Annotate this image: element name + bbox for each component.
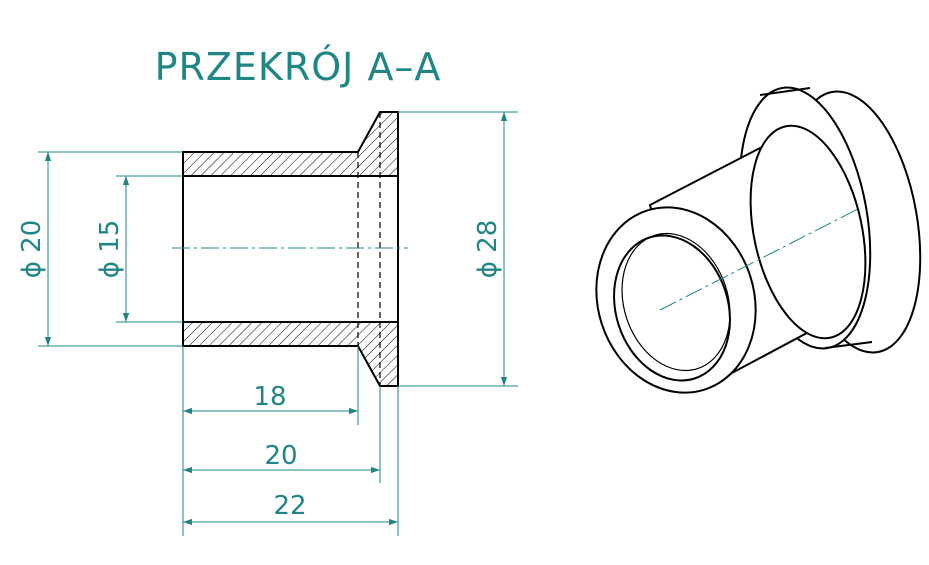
section-title: PRZEKRÓJ A–A <box>155 45 442 89</box>
dim-text-18: 18 <box>253 382 286 412</box>
section-view <box>172 111 408 387</box>
dim-text-d15: ϕ 15 <box>95 220 125 279</box>
upper-wall-hatch <box>182 111 399 177</box>
isometric-view <box>595 86 922 394</box>
dim-text-20: 20 <box>264 441 297 471</box>
body-rear-edge <box>749 124 867 340</box>
dim-text-d20: ϕ 20 <box>17 220 47 279</box>
dim-text-d28: ϕ 28 <box>473 220 503 279</box>
dim-text-22: 22 <box>273 491 306 521</box>
iso-center-line <box>659 207 861 311</box>
bore-inner-edge <box>621 232 731 372</box>
dimensions <box>38 111 518 536</box>
lower-wall-hatch <box>182 321 399 387</box>
